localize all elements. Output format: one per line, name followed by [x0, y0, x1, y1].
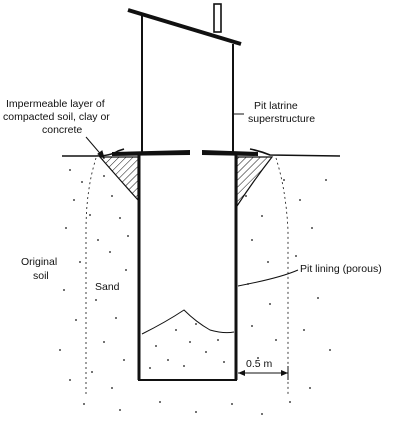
roof — [127, 8, 242, 46]
superstructure-label-line2: superstructure — [248, 113, 315, 125]
depth-dimension — [238, 366, 289, 380]
dimension-arrow-right — [281, 370, 288, 376]
pit-lining-label: Pit lining (porous) — [300, 263, 382, 275]
superstructure — [127, 3, 242, 152]
sand-boundary-left — [85, 157, 97, 395]
impermeable-arrowhead — [97, 150, 105, 160]
impermeable-label-line1: Impermeable layer of — [6, 98, 105, 110]
ground-line-right — [249, 148, 341, 157]
impermeable-label-line3: concrete — [42, 124, 82, 136]
dimension-arrow-left — [238, 370, 245, 376]
waste-texture — [149, 323, 225, 369]
leader-lines — [85, 113, 299, 287]
soil-texture — [59, 169, 331, 415]
sand-label: Sand — [95, 281, 120, 293]
slab-left — [112, 150, 190, 156]
impermeable-layer-left — [98, 156, 139, 202]
impermeable-label-line2: compacted soil, clay or — [3, 111, 110, 123]
ground-line-left — [62, 148, 125, 157]
pit-lining-leader — [237, 269, 299, 287]
ground-surface — [62, 148, 341, 157]
slab-right — [202, 150, 258, 156]
impermeable-layer-right — [236, 156, 274, 209]
original-soil-label-line2: soil — [33, 270, 49, 282]
original-soil-label-line1: Original — [21, 256, 57, 268]
vent-pipe — [213, 3, 222, 33]
impermeable-layer — [98, 156, 274, 209]
superstructure-label-line1: Pit latrine — [254, 100, 298, 112]
pit — [137, 152, 238, 381]
waste-pile — [141, 309, 235, 335]
dimension-label: 0.5 m — [246, 358, 273, 370]
